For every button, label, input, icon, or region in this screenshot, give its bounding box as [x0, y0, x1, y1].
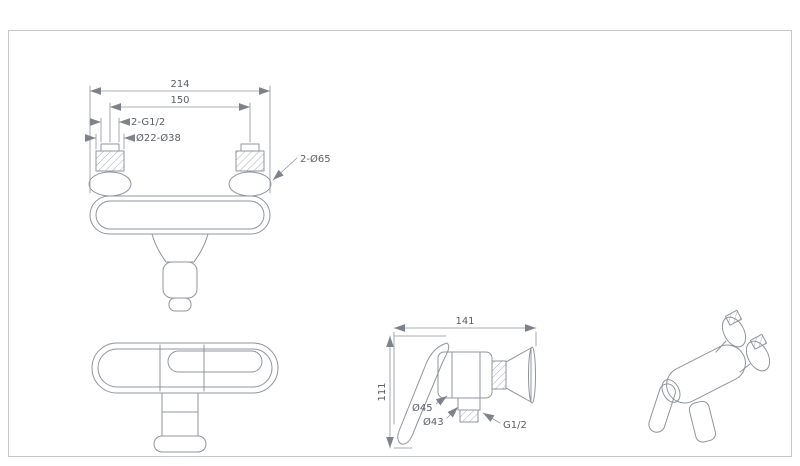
spout-foot	[153, 435, 207, 453]
dim-height: 111	[377, 382, 388, 401]
perspective-flange-bottom	[745, 340, 771, 372]
dim-connection-range: Ø22-Ø38	[136, 132, 181, 144]
perspective-lever	[648, 383, 676, 433]
perspective-flange-top	[721, 316, 747, 348]
dim-outlet-thread: G1/2	[503, 420, 527, 431]
wall-flange	[528, 346, 536, 404]
perspective-spout	[688, 400, 716, 443]
perspective-body	[666, 344, 746, 404]
dim-inlet-spacing: 150	[170, 95, 189, 106]
side-view-dimensions: 141 111 Ø45 Ø43 G1/2	[377, 316, 537, 449]
dim-body-diameter: Ø45	[412, 402, 433, 414]
right-inlet-union	[228, 143, 272, 197]
neck	[151, 233, 209, 263]
handle-lever	[162, 261, 198, 299]
side-lever	[397, 342, 450, 445]
shower-outlet	[457, 397, 481, 411]
dim-base-diameter: Ø43	[423, 416, 444, 428]
mixer-body	[89, 195, 271, 235]
side-body	[437, 351, 493, 399]
lever	[167, 350, 263, 373]
drawing-lines: 214 150 2-G1/2 Ø22-Ø38 2-Ø65	[84, 79, 771, 453]
dim-overall-width: 214	[170, 79, 189, 90]
perspective-view	[648, 309, 771, 443]
front-view-plain	[91, 342, 279, 453]
front-view-dimensioned-part	[88, 143, 272, 312]
side-view-part	[397, 342, 536, 445]
dim-escutcheon-diameter: 2-Ø65	[300, 153, 331, 165]
handle-cap	[168, 297, 192, 312]
dim-inlet-thread: 2-G1/2	[131, 117, 165, 128]
front-view-dimensions: 214 150 2-G1/2 Ø22-Ø38 2-Ø65	[84, 79, 331, 194]
dim-depth: 141	[455, 316, 474, 327]
left-inlet-union	[88, 143, 132, 197]
right-escutcheon	[228, 171, 272, 197]
wall-cone	[505, 347, 532, 403]
left-escutcheon	[88, 171, 132, 197]
sheet-frame	[8, 30, 792, 457]
body-outline	[91, 342, 279, 394]
wall-connector	[491, 360, 507, 390]
